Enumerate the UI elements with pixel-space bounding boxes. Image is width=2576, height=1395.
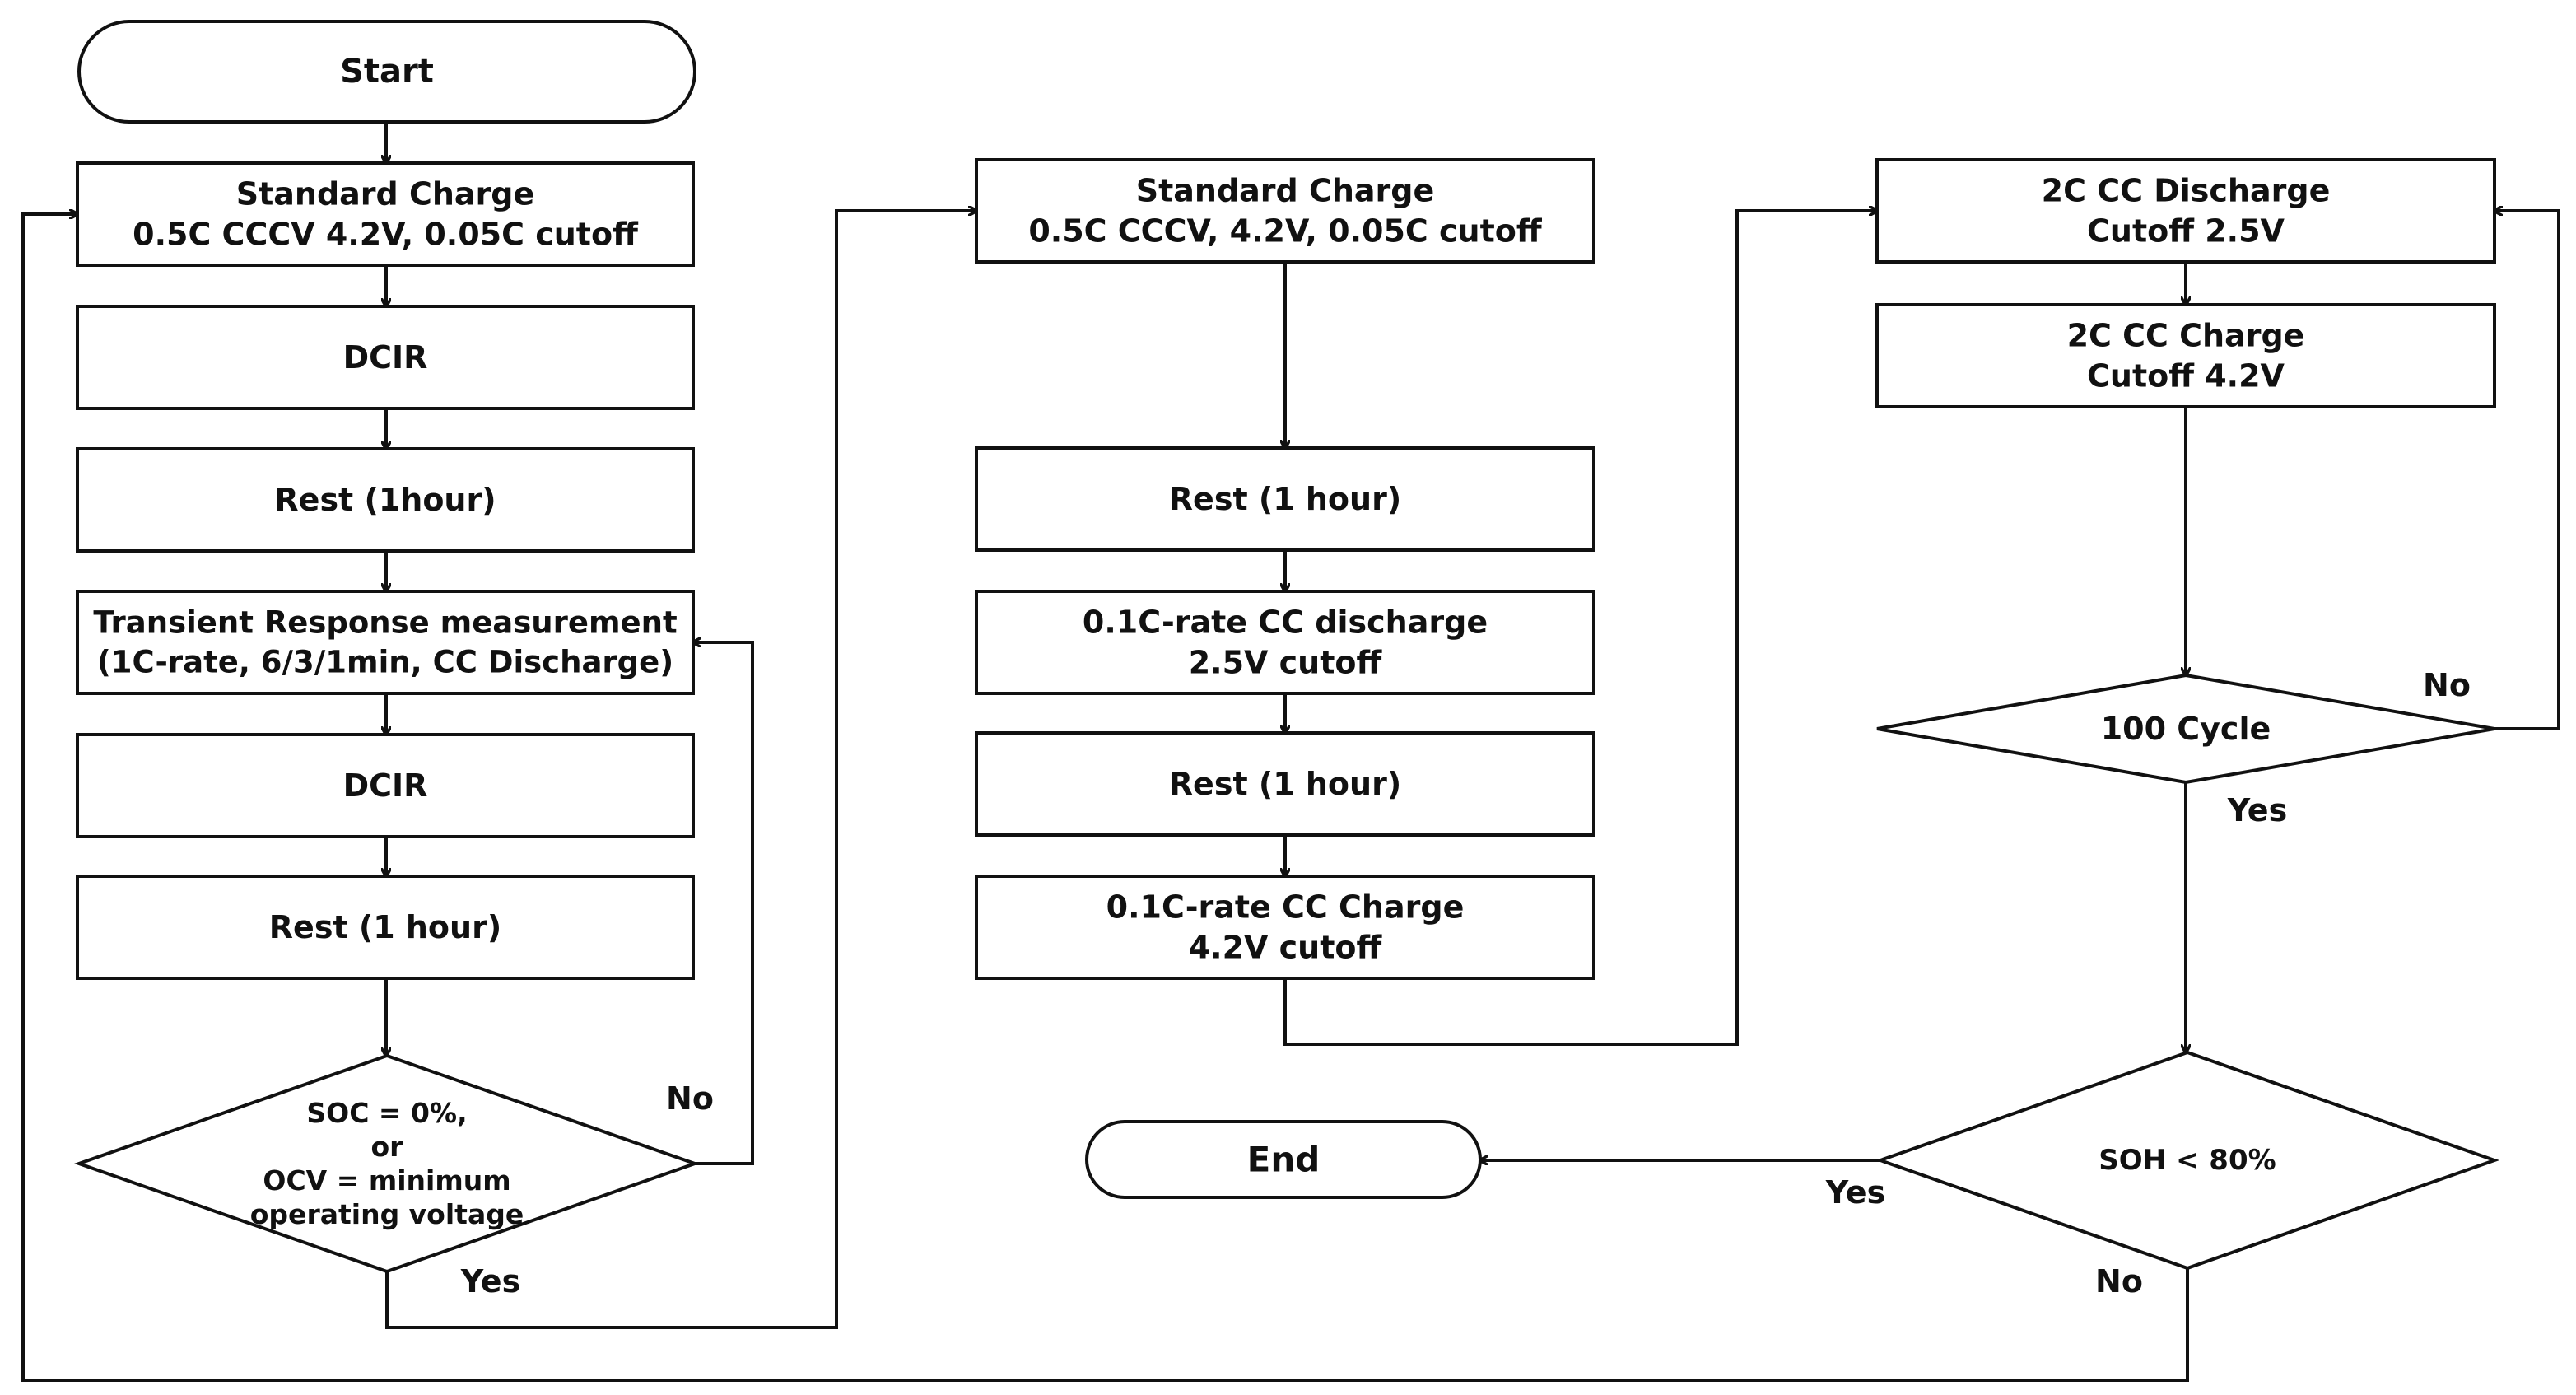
c2-charge2-shape (975, 875, 1595, 980)
c1-decision-text-2: or (371, 1131, 404, 1163)
c3-soh-shape (1875, 1050, 2500, 1271)
start-node: Start (77, 20, 696, 124)
yes-soc-label: Yes (460, 1263, 520, 1299)
c1-rest1-node: Rest (1hour) (76, 447, 695, 553)
c2-discharge-node: 0.1C-rate CC discharge 2.5V cutoff (975, 590, 1595, 695)
c3-soh-node: SOH < 80% (1875, 1050, 2500, 1271)
c1-dcir2-node: DCIR (76, 733, 695, 838)
c2-discharge-shape (975, 590, 1595, 695)
c1-rest1-text-1: Rest (1hour) (274, 482, 496, 518)
c2-charge-text-1: Standard Charge (1136, 173, 1435, 209)
cycle-no-loop-connector (2494, 211, 2560, 730)
no-cycle-label: No (2423, 667, 2471, 703)
col2-to-col3-connector (1283, 211, 1877, 1046)
c1-dcir1-shape (76, 305, 695, 410)
c1-transient-text-1: Transient Response measurement (93, 605, 677, 641)
c3-cycle-text-1: 100 Cycle (2101, 711, 2271, 747)
c2-charge2-node: 0.1C-rate CC Charge 4.2V cutoff (975, 875, 1595, 980)
soh-no-loop-connector (21, 214, 2189, 1382)
decision-yes-to-col2-connector (385, 211, 976, 1329)
c1-rest2-shape (76, 875, 695, 980)
c2-rest1-node: Rest (1 hour) (975, 446, 1595, 552)
c1-decision-text-3: OCV = minimum (263, 1164, 510, 1197)
c2-charge-node: Standard Charge 0.5C CCCV, 4.2V, 0.05C cu… (975, 158, 1595, 264)
end-node: End (1085, 1120, 1482, 1199)
c2-charge2-text-2: 4.2V cutoff (1189, 930, 1383, 966)
c3-soh-text-1: SOH < 80% (2099, 1144, 2276, 1177)
c1-transient-text-2: (1C-rate, 6/3/1min, CC Discharge) (97, 645, 673, 680)
c2-charge2-text-1: 0.1C-rate CC Charge (1106, 889, 1465, 926)
c1-dcir1-node: DCIR (76, 305, 695, 410)
c2-rest2-text-1: Rest (1 hour) (1169, 766, 1401, 802)
c2-discharge-text-1: 0.1C-rate CC discharge (1083, 604, 1488, 641)
c3-charge-text-2: Cutoff 4.2V (2087, 358, 2285, 394)
c2-rest2-shape (975, 731, 1595, 837)
c3-cycle-node: 100 Cycle (1876, 673, 2495, 785)
c1-dcir2-text-1: DCIR (343, 767, 428, 804)
c1-rest2-text-1: Rest (1 hour) (269, 909, 501, 945)
c1-decision-shape (73, 1053, 701, 1274)
c1-decision-text-4: operating voltage (250, 1198, 524, 1230)
c1-dcir2-shape (76, 733, 695, 838)
c3-discharge-shape (1875, 158, 2496, 264)
c2-charge-shape (975, 158, 1595, 264)
yes-soh-label: Yes (1825, 1174, 1885, 1211)
c2-discharge-text-2: 2.5V cutoff (1189, 645, 1383, 681)
start-shape (77, 20, 696, 124)
c1-charge-text-2: 0.5C CCCV 4.2V, 0.05C cutoff (133, 217, 639, 253)
start-text-1: Start (340, 53, 434, 91)
c2-charge-text-2: 0.5C CCCV, 4.2V, 0.05C cutoff (1028, 213, 1542, 250)
c3-discharge-text-2: Cutoff 2.5V (2087, 213, 2285, 250)
c1-transient-shape (76, 590, 695, 695)
c3-charge-text-1: 2C CC Charge (2067, 318, 2305, 354)
end-shape (1085, 1120, 1482, 1199)
c3-cycle-shape (1876, 673, 2495, 785)
no-soh-label: No (2095, 1263, 2143, 1299)
c1-dcir1-text-1: DCIR (343, 339, 428, 376)
c1-charge-node: Standard Charge 0.5C CCCV 4.2V, 0.05C cut… (76, 161, 695, 267)
c1-transient-node: Transient Response measurement (1C-rate, … (76, 590, 695, 695)
end-text-1: End (1247, 1140, 1321, 1180)
c1-charge-shape (76, 161, 695, 267)
c1-charge-text-1: Standard Charge (236, 176, 535, 212)
yes-cycle-label: Yes (2227, 792, 2287, 828)
c2-rest2-node: Rest (1 hour) (975, 731, 1595, 837)
c2-rest1-text-1: Rest (1 hour) (1169, 481, 1401, 517)
c3-charge-shape (1875, 303, 2496, 408)
c1-decision-text-1: SOC = 0%, (306, 1097, 467, 1129)
no-soc-label: No (666, 1080, 714, 1117)
connectors (21, 122, 2560, 1382)
c1-rest1-shape (76, 447, 695, 553)
c2-rest1-shape (975, 446, 1595, 552)
c3-discharge-text-1: 2C CC Discharge (2042, 173, 2331, 209)
c1-rest2-node: Rest (1 hour) (76, 875, 695, 980)
decision-no-loop-connector (693, 642, 754, 1165)
